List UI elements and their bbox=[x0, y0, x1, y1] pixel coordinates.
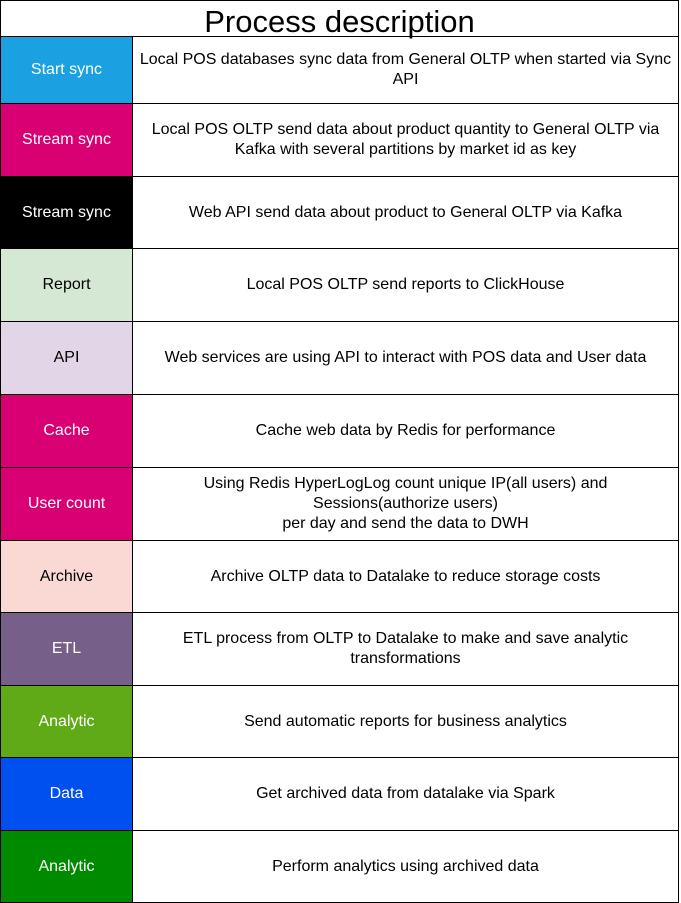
process-label: Archive bbox=[0, 540, 133, 613]
process-description: Web API send data about product to Gener… bbox=[132, 176, 679, 249]
process-label: Start sync bbox=[0, 36, 133, 104]
process-label: User count bbox=[0, 467, 133, 541]
process-label: ETL bbox=[0, 612, 133, 686]
process-description: Using Redis HyperLogLog count unique IP(… bbox=[132, 467, 679, 541]
process-description: Get archived data from datalake via Spar… bbox=[132, 757, 679, 831]
process-label: Stream sync bbox=[0, 103, 133, 177]
process-description: ETL process from OLTP to Datalake to mak… bbox=[132, 612, 679, 686]
process-description: Local POS OLTP send data about product q… bbox=[132, 103, 679, 177]
process-description: Perform analytics using archived data bbox=[132, 830, 679, 903]
process-description: Local POS OLTP send reports to ClickHous… bbox=[132, 248, 679, 322]
process-label: Cache bbox=[0, 394, 133, 468]
process-description: Cache web data by Redis for performance bbox=[132, 394, 679, 468]
process-label: Data bbox=[0, 757, 133, 831]
process-description: Archive OLTP data to Datalake to reduce … bbox=[132, 540, 679, 613]
process-description: Local POS databases sync data from Gener… bbox=[132, 36, 679, 104]
process-label: Analytic bbox=[0, 830, 133, 903]
process-description: Web services are using API to interact w… bbox=[132, 321, 679, 395]
process-label: Report bbox=[0, 248, 133, 322]
table-title: Process description bbox=[204, 4, 475, 39]
process-label: Stream sync bbox=[0, 176, 133, 249]
process-label: Analytic bbox=[0, 685, 133, 758]
process-description: Send automatic reports for business anal… bbox=[132, 685, 679, 758]
process-label: API bbox=[0, 321, 133, 395]
